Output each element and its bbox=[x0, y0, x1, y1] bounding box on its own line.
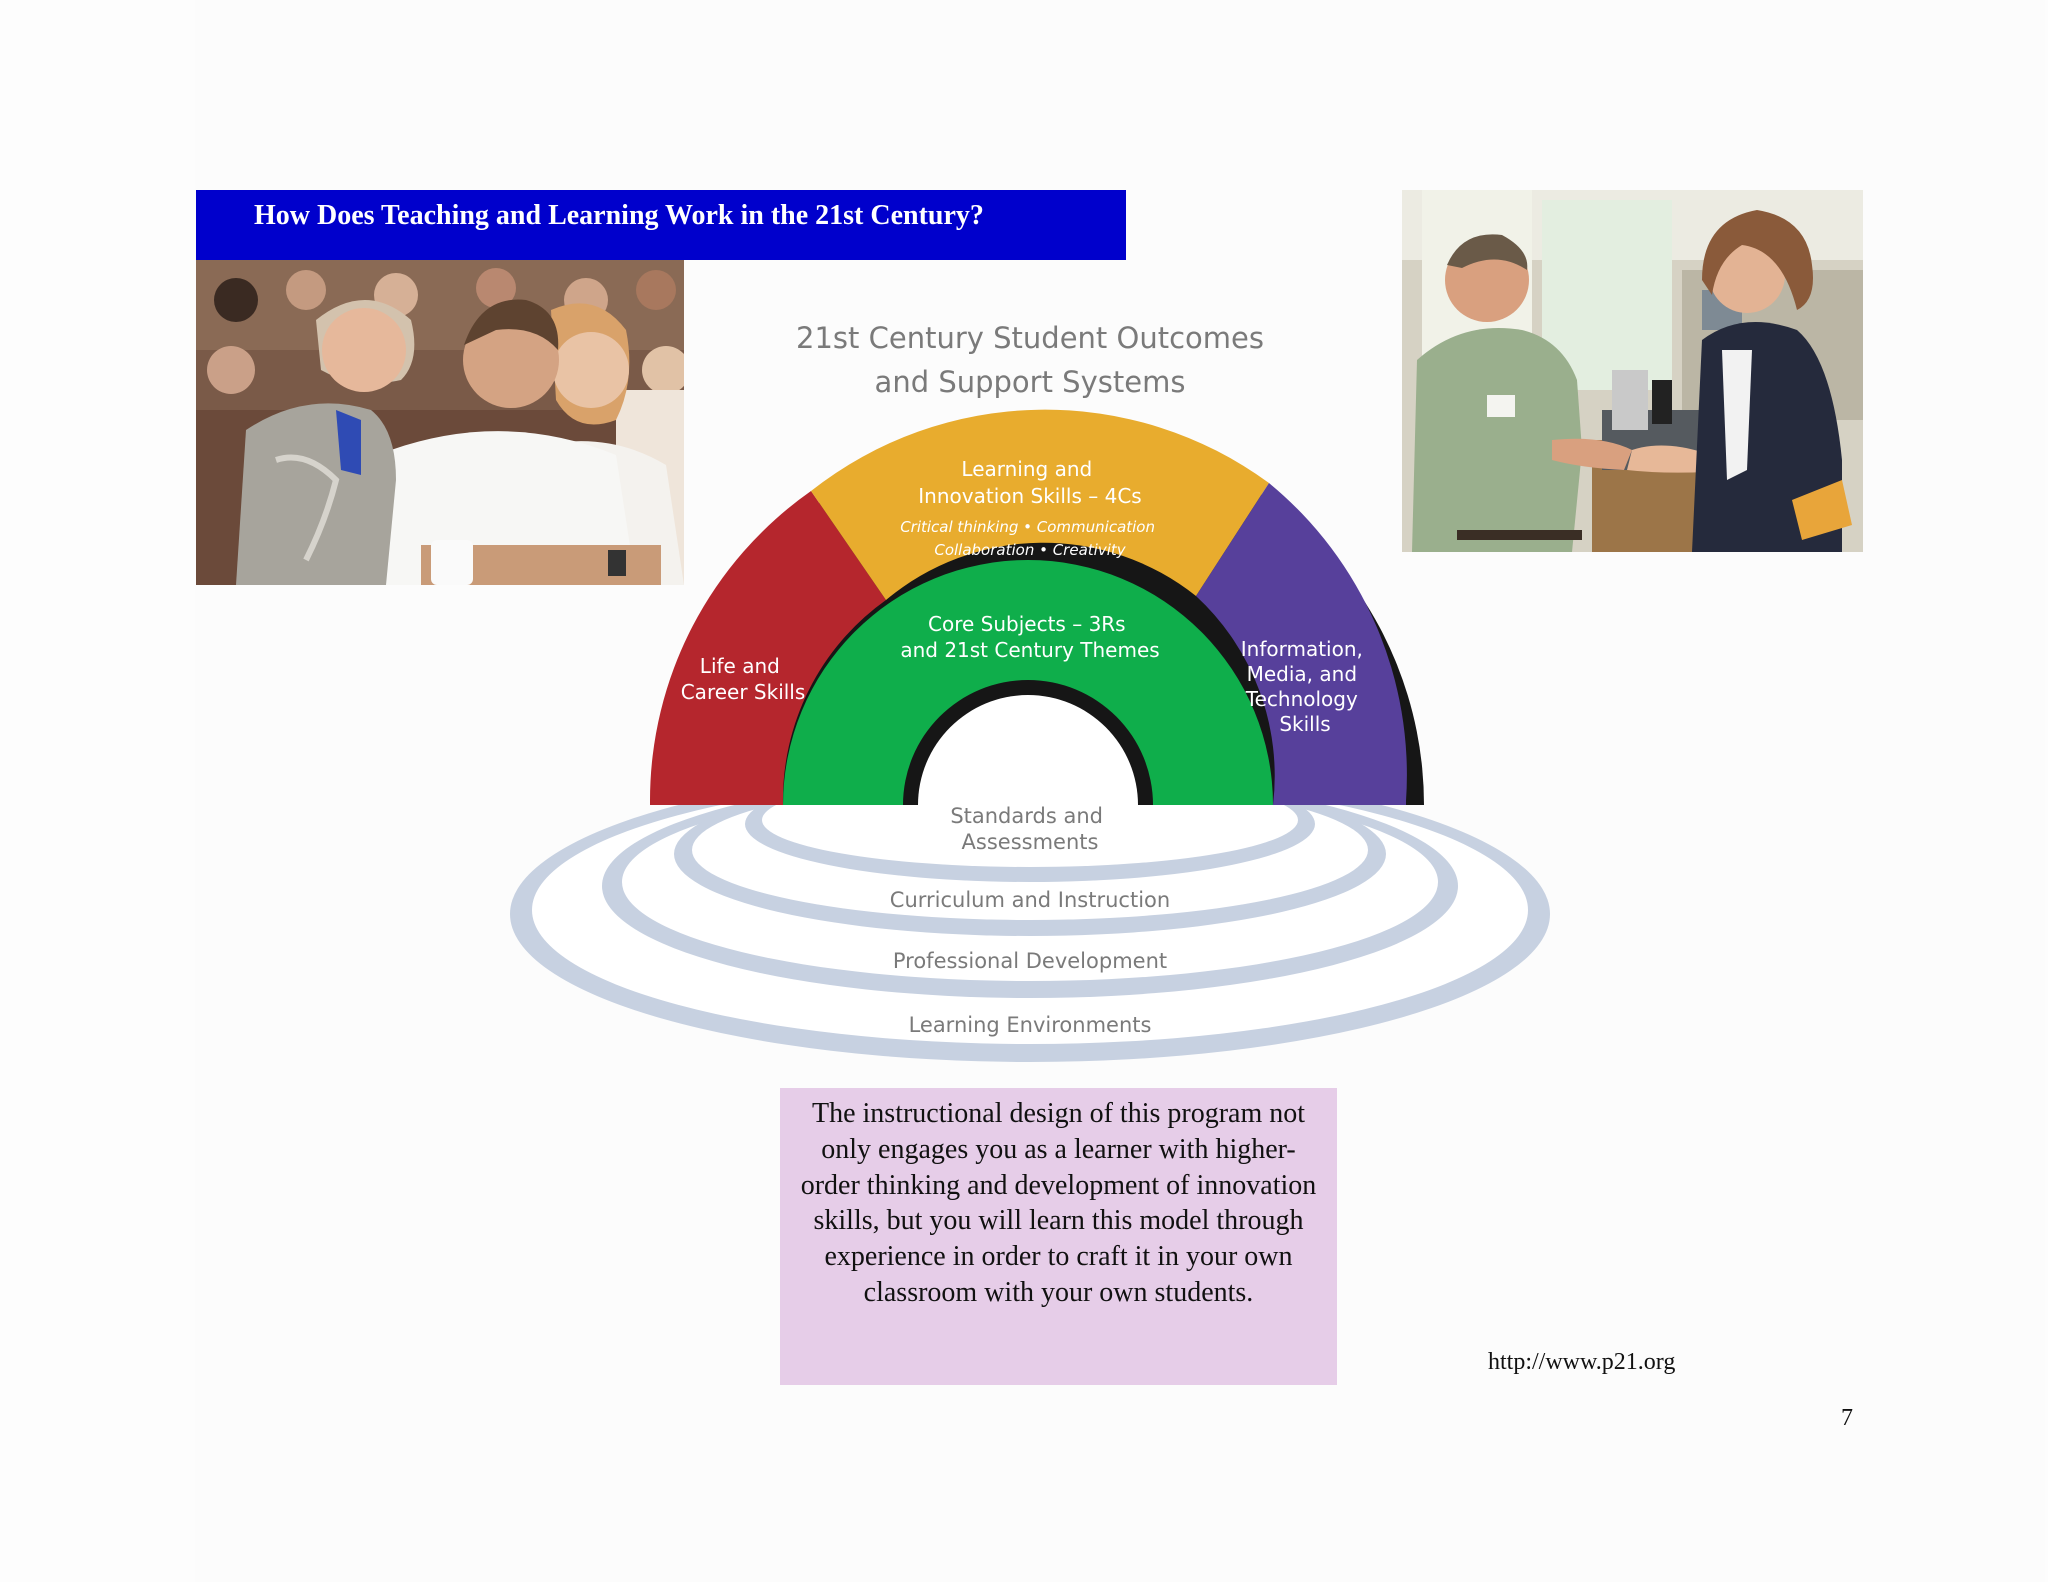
information-media-label-3: Technology bbox=[1245, 687, 1358, 711]
caption-box: The instructional design of this program… bbox=[780, 1088, 1337, 1385]
learning-environments-label: Learning Environments bbox=[909, 1013, 1152, 1037]
core-subjects-label-1: Core Subjects – 3Rs bbox=[928, 612, 1126, 636]
source-url[interactable]: http://www.p21.org bbox=[1488, 1349, 1675, 1376]
learning-innovation-sub-1: Critical thinking • Communication bbox=[900, 518, 1155, 536]
diagram-title-line1: 21st Century Student Outcomes bbox=[796, 321, 1264, 355]
core-subjects-label-2: and 21st Century Themes bbox=[900, 638, 1159, 662]
learning-innovation-label-1: Learning and bbox=[961, 457, 1092, 481]
standards-label-1: Standards and bbox=[950, 804, 1103, 828]
learning-innovation-sub-2: Collaboration • Creativity bbox=[934, 541, 1126, 559]
standards-label-2: Assessments bbox=[962, 830, 1099, 854]
diagram-title-line2: and Support Systems bbox=[875, 365, 1186, 399]
information-media-label-2: Media, and bbox=[1247, 662, 1357, 686]
page-number: 7 bbox=[1841, 1405, 1853, 1432]
life-career-label-1: Life and bbox=[700, 654, 780, 678]
information-media-label-1: Information, bbox=[1241, 637, 1363, 661]
learning-innovation-label-2: Innovation Skills – 4Cs bbox=[918, 484, 1141, 508]
p21-framework-diagram: 21st Century Student Outcomes and Suppor… bbox=[500, 300, 1580, 1090]
professional-development-label: Professional Development bbox=[893, 949, 1167, 973]
life-career-label-2: Career Skills bbox=[681, 680, 806, 704]
page-title: How Does Teaching and Learning Work in t… bbox=[196, 190, 1126, 260]
curriculum-label: Curriculum and Instruction bbox=[890, 888, 1170, 912]
information-media-label-4: Skills bbox=[1279, 712, 1330, 736]
